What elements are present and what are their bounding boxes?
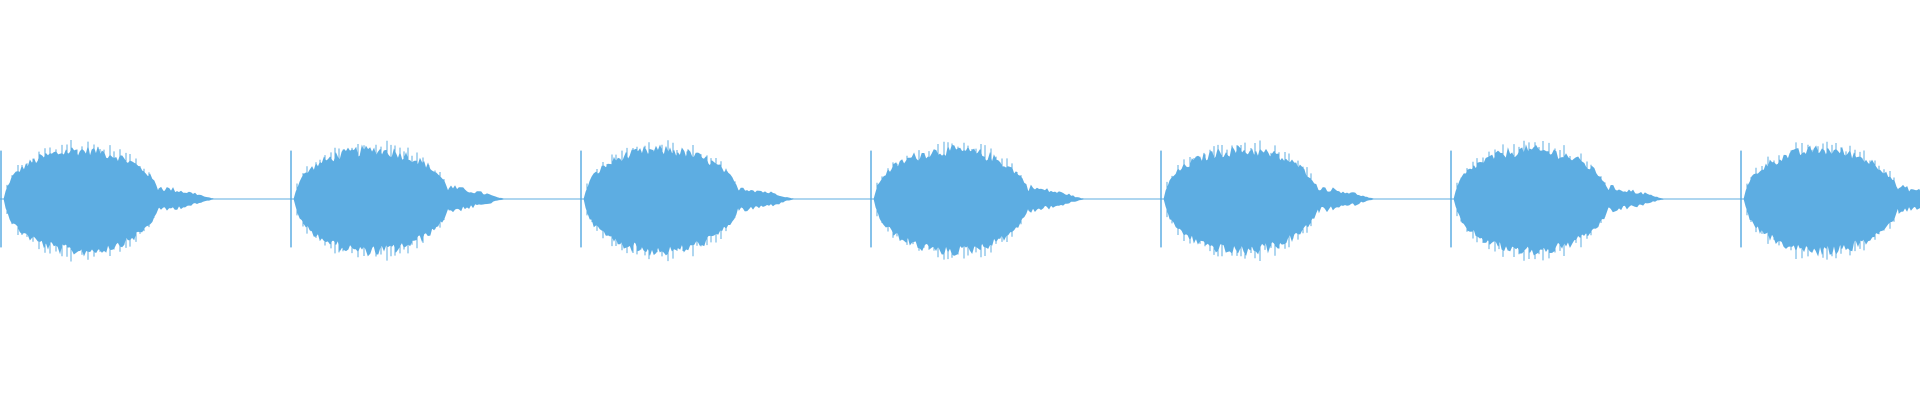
- waveform-burst: [1450, 140, 1664, 261]
- waveform-burst: [870, 141, 1084, 260]
- waveform-segments: [0, 140, 1920, 262]
- burst-envelope: [583, 144, 794, 256]
- waveform-burst: [290, 140, 504, 261]
- waveform-burst: [0, 140, 214, 262]
- burst-envelope: [873, 145, 1084, 256]
- waveform-burst: [580, 140, 794, 262]
- burst-envelope: [1453, 144, 1664, 256]
- burst-envelope: [1163, 145, 1374, 256]
- waveform-burst: [1160, 140, 1374, 261]
- burst-envelope: [3, 146, 214, 257]
- waveform-burst: [1740, 141, 1920, 260]
